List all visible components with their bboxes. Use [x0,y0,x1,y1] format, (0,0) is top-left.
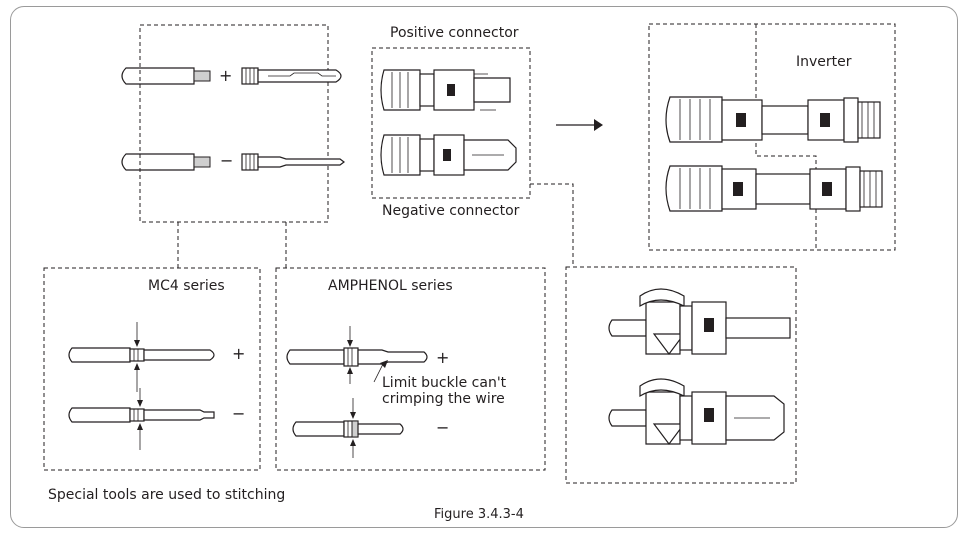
mc4-negative-crimp [68,388,215,450]
positive-pin [241,67,342,85]
amphenol-negative-crimp [292,398,404,458]
amphenol-positive-crimp [286,326,428,384]
assembly-box [565,266,797,484]
minus-sign-top: − [220,151,234,170]
special-tools-note: Special tools are used to stitching [48,487,286,503]
inverter-connector-bottom [665,165,883,212]
positive-cable [121,67,211,85]
inverter-box [648,23,896,251]
figure-caption: Figure 3.4.3-4 [434,507,524,522]
link-line-assembly [530,183,574,267]
assembly-positive [608,288,791,355]
inverter-label: Inverter [796,54,852,70]
arrow-icon [556,119,603,131]
positive-connector-label: Positive connector [390,25,519,41]
mc4-box [43,267,261,471]
mc4-series-label: MC4 series [148,278,225,294]
positive-connector [380,69,511,111]
connector-box [371,47,531,199]
mc4-positive-crimp [68,322,215,392]
assembly-negative [608,378,785,445]
limit-buckle-note: Limit buckle can't crimping the wire [382,375,507,407]
amphenol-series-label: AMPHENOL series [328,278,453,294]
plus-sign-mc4: + [232,344,246,363]
minus-sign-mc4: − [232,404,246,423]
negative-cable [121,153,211,171]
negative-connector-label: Negative connector [382,203,520,219]
figure-frame [10,6,958,528]
plus-sign-top: + [219,66,233,85]
plus-sign-amphenol: + [436,348,450,367]
amphenol-box [275,267,546,471]
pin-box [139,24,329,223]
negative-connector [380,134,517,176]
minus-sign-amphenol: − [436,418,450,437]
inverter-connector-top [665,96,881,143]
negative-pin [241,153,345,171]
